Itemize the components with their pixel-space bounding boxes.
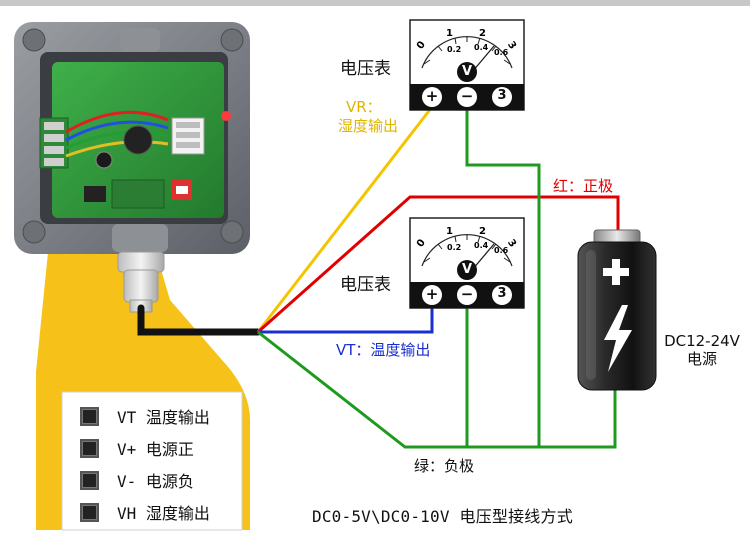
wire-yellow [256,106,434,333]
terminal-3: 3 [497,286,507,301]
pin-square-icon [80,502,99,522]
battery-power-label: 电源 [686,350,717,368]
scale-tick: 0.4 [474,241,489,250]
diagram-title: DC0-5V\DC0-10V 电压型接线方式 [312,507,573,526]
pin-code: V- [117,472,137,491]
scale-tick: 0.6 [494,48,509,57]
scale-tick: 1 [446,28,453,39]
pin-desc: 电源正 [145,440,194,459]
terminal-3: 3 [497,88,507,103]
pin-row-vt: VT 温度输出 [80,402,210,430]
wire-red [257,195,620,334]
pin-code: VT [117,408,137,427]
pin-square-icon [80,438,99,458]
pin-row-vh: VH 湿度输出 [80,498,210,526]
scale-tick: 2 [479,28,486,39]
pin-desc: 温度输出 [145,408,210,427]
wire-green-battery [257,330,617,449]
pin-desc: 湿度输出 [145,504,210,523]
voltmeter-middle [409,217,525,309]
voltmeter-top [409,19,525,111]
pin-row-vminus: V- 电源负 [80,466,194,494]
voltmeter-top-label: 电压表 [340,59,391,79]
dial-v-symbol: V [461,262,473,277]
wire-blue [258,300,434,334]
main-cable [137,304,262,336]
pin-desc: 电源负 [145,472,194,491]
top-border [0,0,750,6]
vt-wire-label: VT：温度输出 [336,341,431,359]
terminal-minus: − [460,87,474,105]
vr-label-line2: 湿度输出 [338,117,399,135]
terminal-plus: + [425,87,439,105]
pin-code: VH [117,504,137,523]
pin-square-icon [80,406,99,426]
pin-square-icon [80,470,99,490]
red-wire-label: 红：正极 [553,177,614,195]
voltmeter-middle-label: 电压表 [340,275,391,295]
green-wire-label: 绿：负极 [414,457,475,475]
vr-label-line1: VR： [346,98,382,116]
pin-code: V+ [117,440,137,459]
terminal-plus: + [425,285,439,303]
battery [577,229,657,391]
scale-tick: 0.2 [447,45,462,54]
scale-tick: 0.2 [447,243,462,252]
lightning-bolt-icon [604,305,632,372]
scale-tick: 0.6 [494,246,509,255]
scale-tick: 1 [446,226,453,237]
pin-row-vplus: V+ 电源正 [80,434,194,462]
battery-plus-icon [603,259,629,285]
wire-green-top [465,108,541,447]
dial-v-symbol: V [461,64,473,79]
battery-voltage-label: DC12-24V [664,332,740,350]
scale-tick: 0.4 [474,43,489,52]
sensor-housing [14,22,250,254]
scale-tick: 2 [479,226,486,237]
terminal-minus: − [460,285,474,303]
